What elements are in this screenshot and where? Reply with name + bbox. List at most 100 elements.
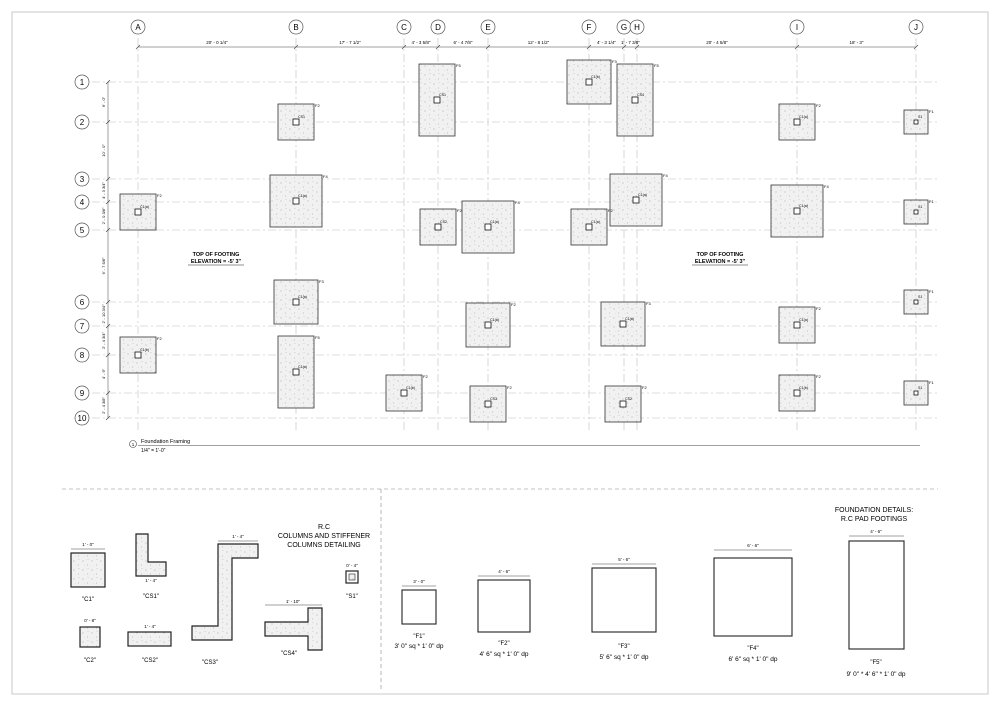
column-dim-text: 4' - 3 1/4" <box>597 40 616 45</box>
plan-footing-tag: F5 <box>654 63 659 68</box>
grid-bubble-label: I <box>796 23 798 32</box>
column-cs2-label: "CS2" <box>142 658 158 664</box>
grid-bubble-row-3: 3 <box>74 171 90 187</box>
grid-bubble-label: 4 <box>80 198 85 207</box>
columns-title-3: COLUMNS DETAILING <box>287 542 360 549</box>
plan-column-tag: C1(b) <box>799 386 808 390</box>
column-cs2 <box>127 631 172 647</box>
footing-f2 <box>477 579 531 633</box>
column-cs3-label: "CS3" <box>202 660 218 666</box>
plan-footing-tag: F2 <box>507 385 512 390</box>
column-c2-label: "C2" <box>84 658 96 664</box>
plan-footing-tag: F2 <box>511 302 516 307</box>
plan-footings: F2C1(a)F2C1(b)F2CS1F4C1(a)F3C1(a)F5C1(a)… <box>119 59 934 423</box>
plan-column-tag: S1 <box>918 205 922 209</box>
grid-bubble-label: A <box>135 23 141 32</box>
grid-bubble-row-2: 2 <box>74 114 90 130</box>
footing-f3-label: "F3" <box>618 644 629 650</box>
plan-column-tag: C1(a) <box>799 204 808 208</box>
column-cs1-dim: 1' - 4" <box>145 578 157 583</box>
row-dim-text: 2' - 4 3/8" <box>101 396 106 413</box>
plan-column-tag: C1(a) <box>591 220 600 224</box>
grid-bubble-label: 8 <box>80 351 85 360</box>
grid-bubble-label: J <box>914 23 918 32</box>
tof-note-line1: TOP OF FOOTING <box>193 252 240 258</box>
footing-f5-spec: 9' 0" * 4' 6" * 1' 0" dp <box>846 671 905 678</box>
grid-bubble-e: E <box>480 19 496 35</box>
row-dim-text: 4' - 3 3/4" <box>101 181 106 198</box>
plan-footing-tag: F2 <box>423 374 428 379</box>
sheet-border <box>11 11 989 695</box>
view-title: 1 Foundation Framing 1/4" = 1'-0" <box>129 439 920 454</box>
columns-title-1: R.C <box>318 524 330 531</box>
footing-f5-dim: 4' - 6" <box>870 529 882 534</box>
plan-footing-tag: F3 <box>612 59 617 64</box>
grid-bubble-j: J <box>908 19 924 35</box>
row-dim-text: 2' - 0 3/8" <box>101 207 106 224</box>
plan-column-tag: C1(a) <box>140 205 149 209</box>
grid-bubble-row-7: 7 <box>74 318 90 334</box>
plan-footing-tag: F3 <box>646 301 651 306</box>
grid-bubble-f: F <box>581 19 597 35</box>
footing-f2-label: "F2" <box>498 641 509 647</box>
grid-bubble-a: A <box>130 19 146 35</box>
grid-bubble-label: 9 <box>80 389 85 398</box>
grid-bubble-g: G <box>616 19 632 35</box>
plan-column-tag: CS2 <box>625 397 632 401</box>
column-dim-text: 20' - 4 5/8" <box>706 40 728 45</box>
column-dimension-string: 20' - 0 1/4"17' - 7 1/2"4' - 3 5/8"6' - … <box>135 40 919 50</box>
plan-column-tag: C1(b) <box>591 75 600 79</box>
plan-column-tag: CS4 <box>637 93 644 97</box>
plan-footing-tag: F1 <box>929 289 934 294</box>
footing-f3-spec: 5' 6" sq * 1' 0" dp <box>599 654 648 661</box>
grid-bubble-label: 5 <box>80 226 85 235</box>
footing-f1-spec: 3' 0" sq * 1' 0" dp <box>394 643 443 650</box>
footing-f4-spec: 6' 6" sq * 1' 0" dp <box>728 656 777 663</box>
plan-footing-tag: F2 <box>157 336 162 341</box>
column-dim-text: 17' - 7 1/2" <box>339 40 361 45</box>
grid-bubble-label: D <box>435 23 441 32</box>
grid-bubble-row-8: 8 <box>74 347 90 363</box>
columns-title-2: COLUMNS AND STIFFENER <box>278 533 370 540</box>
column-dim-text: 12' - 8 1/2" <box>528 40 550 45</box>
column-c1-label: "C1" <box>82 597 94 603</box>
column-c2 <box>79 626 101 648</box>
footing-f4-label: "F4" <box>747 646 758 652</box>
grid-bubble-d: D <box>430 19 446 35</box>
row-dim-text: 4' - 9" <box>101 368 106 379</box>
grid-bubble-label: 7 <box>80 322 85 331</box>
grid-bubble-label: B <box>293 23 298 32</box>
view-title-scale: 1/4" = 1'-0" <box>141 448 166 454</box>
plan-column-tag: CS1 <box>439 93 446 97</box>
footing-f1-label: "F1" <box>413 634 424 640</box>
grid-bubble-c: C <box>396 19 412 35</box>
tof-note-line1: TOP OF FOOTING <box>697 252 744 258</box>
view-title-name: Foundation Framing <box>141 439 190 445</box>
footings-title-1: FOUNDATION DETAILS: <box>835 507 913 514</box>
plan-footing-tag: F2 <box>816 306 821 311</box>
column-cs1 <box>135 533 167 577</box>
plan-footing-tag: F2 <box>457 208 462 213</box>
grid-bubble-label: G <box>621 23 627 32</box>
plan-column-tag: C1(a) <box>490 220 499 224</box>
plan-footing-tag: F1 <box>929 109 934 114</box>
grid-bubble-label: 6 <box>80 298 85 307</box>
grid-bubble-label: E <box>485 23 490 32</box>
